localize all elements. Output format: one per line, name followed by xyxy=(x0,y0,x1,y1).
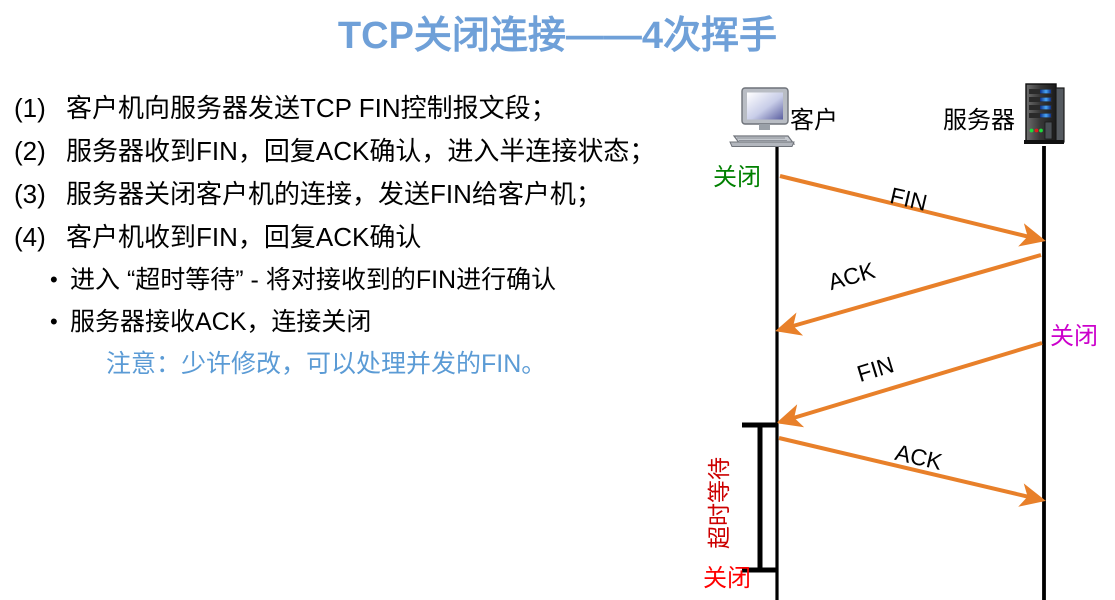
bullet-list: (1) 客户机向服务器发送TCP FIN控制报文段； (2) 服务器收到FIN，… xyxy=(14,88,714,384)
server-rack-icon xyxy=(1024,83,1065,144)
desktop-computer-icon xyxy=(729,87,796,147)
server-label: 服务器 xyxy=(943,107,1015,134)
list-item: (1) 客户机向服务器发送TCP FIN控制报文段； xyxy=(14,88,714,129)
state-badge-server-close: 关闭 xyxy=(1050,323,1098,350)
sequence-diagram: 客户 服务器 关闭 关闭 关闭 超时等待 FIN ACK FIN ACK xyxy=(690,78,1115,600)
diagram-canvas xyxy=(729,83,1065,600)
list-item: (3) 服务器关闭客户机的连接，发送FIN给客户机； xyxy=(14,174,714,215)
sub-list-item: • 服务器接收ACK，连接关闭 xyxy=(50,302,714,342)
list-item-marker: (2) xyxy=(14,136,46,166)
list-item-text: 客户机向服务器发送TCP FIN控制报文段； xyxy=(66,93,557,123)
list-item-text: 服务器关闭客户机的连接，发送FIN给客户机； xyxy=(66,179,602,209)
timed-wait-label: 超时等待 xyxy=(702,438,732,558)
client-label: 客户 xyxy=(790,107,838,134)
bullet-dot-icon: • xyxy=(50,309,58,334)
list-item-text: 客户机收到FIN，回复ACK确认 xyxy=(66,222,422,252)
sub-list-item-text: 进入 “超时等待” - 将对接收到的FIN进行确认 xyxy=(70,266,557,294)
sub-list-item: • 进入 “超时等待” - 将对接收到的FIN进行确认 xyxy=(50,260,714,300)
list-item: (4) 客户机收到FIN，回复ACK确认 xyxy=(14,217,714,258)
list-item-marker: (3) xyxy=(14,179,46,209)
sub-list-item-text: 服务器接收ACK，连接关闭 xyxy=(70,308,372,336)
list-item-marker: (1) xyxy=(14,93,46,123)
state-badge-client-close: 关闭 xyxy=(713,164,761,191)
note-text: 注意：少许修改，可以处理并发的FIN。 xyxy=(106,350,547,378)
state-badge-client-closed: 关闭 xyxy=(703,565,751,592)
list-item-marker: (4) xyxy=(14,222,46,252)
bullet-dot-icon: • xyxy=(50,267,58,292)
list-item: (2) 服务器收到FIN，回复ACK确认，进入半连接状态； xyxy=(14,131,714,172)
list-item-text: 服务器收到FIN，回复ACK确认，进入半连接状态； xyxy=(66,136,656,166)
timed-wait-text: 超时等待 xyxy=(706,457,732,549)
page-title: TCP关闭连接——4次挥手 xyxy=(337,15,778,57)
